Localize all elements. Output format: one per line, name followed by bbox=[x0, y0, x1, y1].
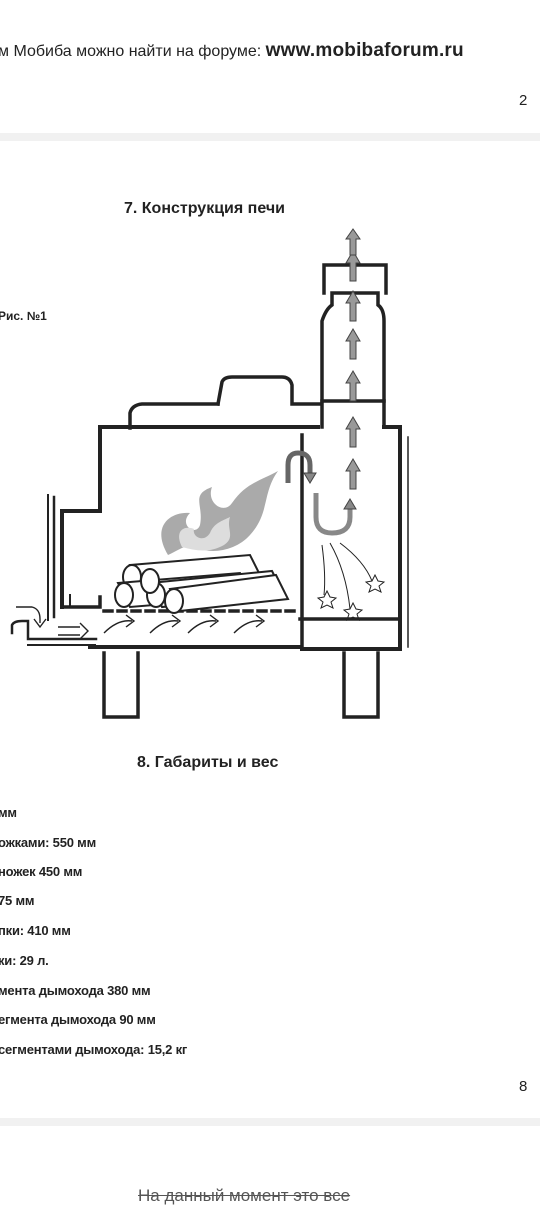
spec-line: мента дымохода 380 мм bbox=[0, 983, 151, 998]
page-separator bbox=[0, 133, 540, 141]
spec-line: ожками: 550 мм bbox=[0, 835, 97, 850]
spec-line: егмента дымохода 90 мм bbox=[0, 1012, 156, 1027]
stove-back-wall bbox=[300, 425, 402, 651]
back-leg bbox=[342, 651, 380, 719]
ash-door bbox=[10, 619, 98, 641]
airflow-arrows bbox=[16, 606, 266, 640]
forum-reference-line: м Мобиба можно найти на форуме: www.mobi… bbox=[0, 40, 464, 62]
forum-text: м Мобиба можно найти на форуме: bbox=[0, 43, 262, 60]
section-7-title: 7. Конструкция печи bbox=[124, 200, 285, 217]
next-page-partial-text: На данный момент это все bbox=[138, 1186, 351, 1205]
stove-construction-diagram bbox=[10, 228, 409, 719]
page-separator bbox=[0, 1118, 540, 1126]
front-leg bbox=[102, 651, 140, 719]
figure-label: Рис. №1 bbox=[0, 309, 47, 323]
spec-line: ножек 450 мм bbox=[0, 864, 83, 879]
sparks bbox=[316, 542, 386, 621]
stove-top-lid bbox=[128, 402, 220, 430]
chimney-segment-middle bbox=[320, 291, 386, 403]
page-number-top: 2 bbox=[519, 92, 528, 109]
section-8-title: 8. Габариты и вес bbox=[137, 754, 279, 771]
lid-handle bbox=[215, 375, 322, 407]
stove-front-wall bbox=[60, 425, 102, 609]
spec-line: 75 мм bbox=[0, 893, 35, 908]
spec-line: сегментами дымохода: 15,2 кг bbox=[0, 1042, 188, 1057]
page-number-bottom: 8 bbox=[519, 1078, 528, 1095]
firewood-logs bbox=[114, 553, 290, 614]
gas-flow-arrows bbox=[285, 450, 353, 536]
chimney-draft-arrows bbox=[345, 228, 361, 490]
spec-line: мм bbox=[0, 805, 17, 820]
forum-url-link[interactable]: www.mobibaforum.ru bbox=[265, 40, 464, 61]
spec-line: ки: 29 л. bbox=[0, 953, 49, 968]
spec-line: пки: 410 мм bbox=[0, 923, 71, 938]
